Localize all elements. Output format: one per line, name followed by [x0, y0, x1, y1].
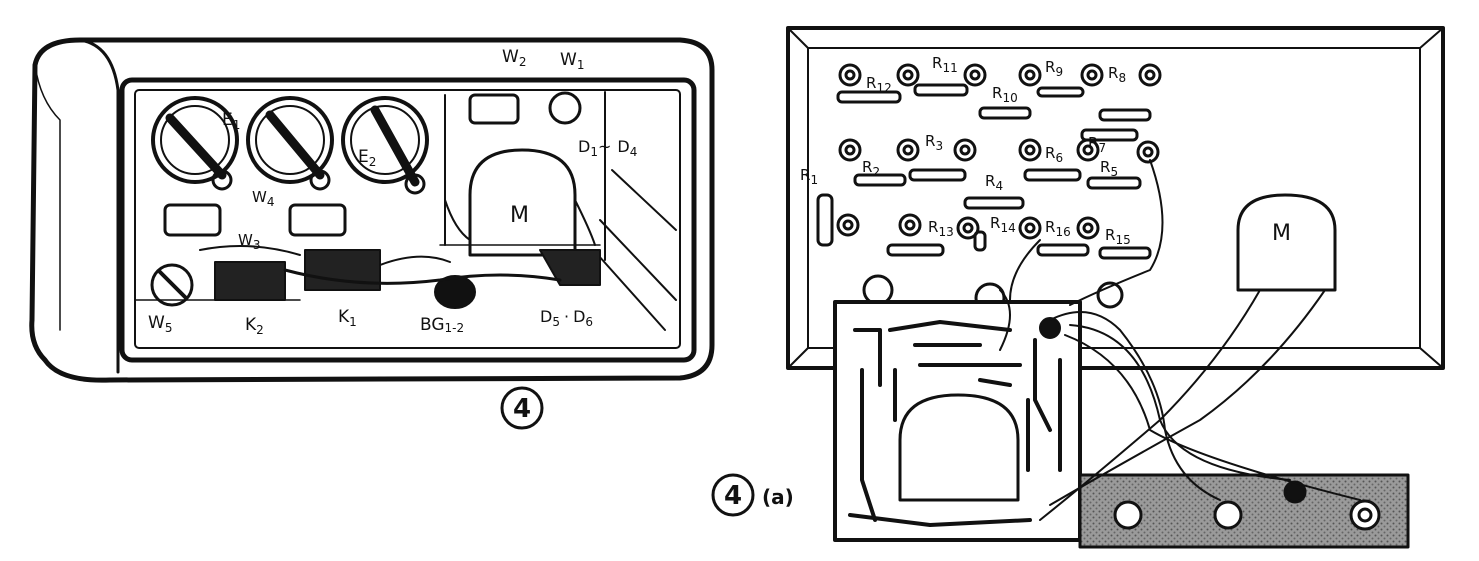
label-r15: R15 — [1105, 226, 1131, 247]
label-r10: R10 — [992, 84, 1018, 105]
resistor-bodies — [816, 83, 1152, 260]
label-r12: R12 — [866, 74, 892, 95]
diodes-d5-d6 — [539, 249, 601, 286]
label-e2: E2 — [358, 147, 376, 169]
label-r13: R13 — [928, 218, 954, 239]
toggle-switches — [1113, 480, 1381, 531]
potentiometer-w1 — [548, 91, 582, 125]
label-r4: R4 — [985, 172, 1003, 193]
label-meter-m-figure-4a: M — [1272, 221, 1291, 246]
svg-text:4: 4 — [513, 394, 531, 424]
label-d1-d4: D1~D4 — [578, 137, 637, 159]
connector-k2 — [214, 261, 286, 301]
rotary-switch-middle — [246, 96, 334, 191]
battery-bg — [434, 275, 476, 309]
potentiometer-w3 — [163, 203, 222, 237]
label-w3: W3 — [238, 231, 260, 252]
label-r7: R7 — [1088, 134, 1106, 155]
figure-4-number: 4 — [500, 386, 544, 430]
meter-m-figure-4 — [468, 148, 577, 257]
label-k1: K1 — [338, 307, 357, 329]
label-r5: R5 — [1100, 158, 1118, 179]
label-r9: R9 — [1045, 58, 1063, 79]
potentiometer-w2 — [468, 93, 520, 125]
label-r6: R6 — [1045, 144, 1063, 165]
potentiometer-w5 — [150, 263, 194, 307]
label-r8: R8 — [1108, 64, 1126, 85]
figure-4-case — [29, 37, 715, 383]
label-r11: R11 — [932, 54, 958, 75]
label-meter-m-figure-4: M — [510, 203, 529, 228]
label-d5-d6: D5·D6 — [540, 307, 593, 329]
label-r2: R2 — [862, 158, 880, 179]
potentiometer-w4 — [288, 203, 347, 237]
wiring-harness — [999, 159, 1361, 521]
figure-4a-number: 4 (a) — [711, 473, 794, 517]
terminal-posts — [836, 63, 1162, 240]
figure-4a-panel — [786, 26, 1445, 549]
label-w1: W1 — [560, 50, 584, 72]
label-w5: W5 — [148, 313, 172, 335]
label-bg1-2: BG1-2 — [420, 315, 464, 335]
label-r16: R16 — [1045, 218, 1071, 239]
rotary-switch-left — [151, 96, 239, 191]
figure-4a-resistor-labels: R12 R11 R10 R9 R8 R7 R1 R2 R3 R4 R6 R5 R… — [800, 54, 1291, 247]
svg-text:4: 4 — [724, 481, 742, 511]
label-r3: R3 — [925, 132, 943, 153]
label-k2: K2 — [245, 315, 264, 337]
label-w4: W4 — [252, 188, 274, 209]
label-r14: R14 — [990, 214, 1016, 235]
rotary-switch-right — [341, 96, 429, 195]
label-w2: W2 — [502, 47, 526, 69]
pcb-traces — [848, 320, 1062, 527]
figure-4a-suffix: (a) — [762, 485, 794, 509]
meter-m-figure-4a — [1236, 193, 1337, 292]
label-r1: R1 — [800, 166, 818, 187]
label-e1: E1 — [222, 110, 240, 132]
figure-4-labels: E1 E2 W2 W1 W4 W3 W5 D1~D4 M K2 K1 BG1-2… — [148, 47, 637, 337]
